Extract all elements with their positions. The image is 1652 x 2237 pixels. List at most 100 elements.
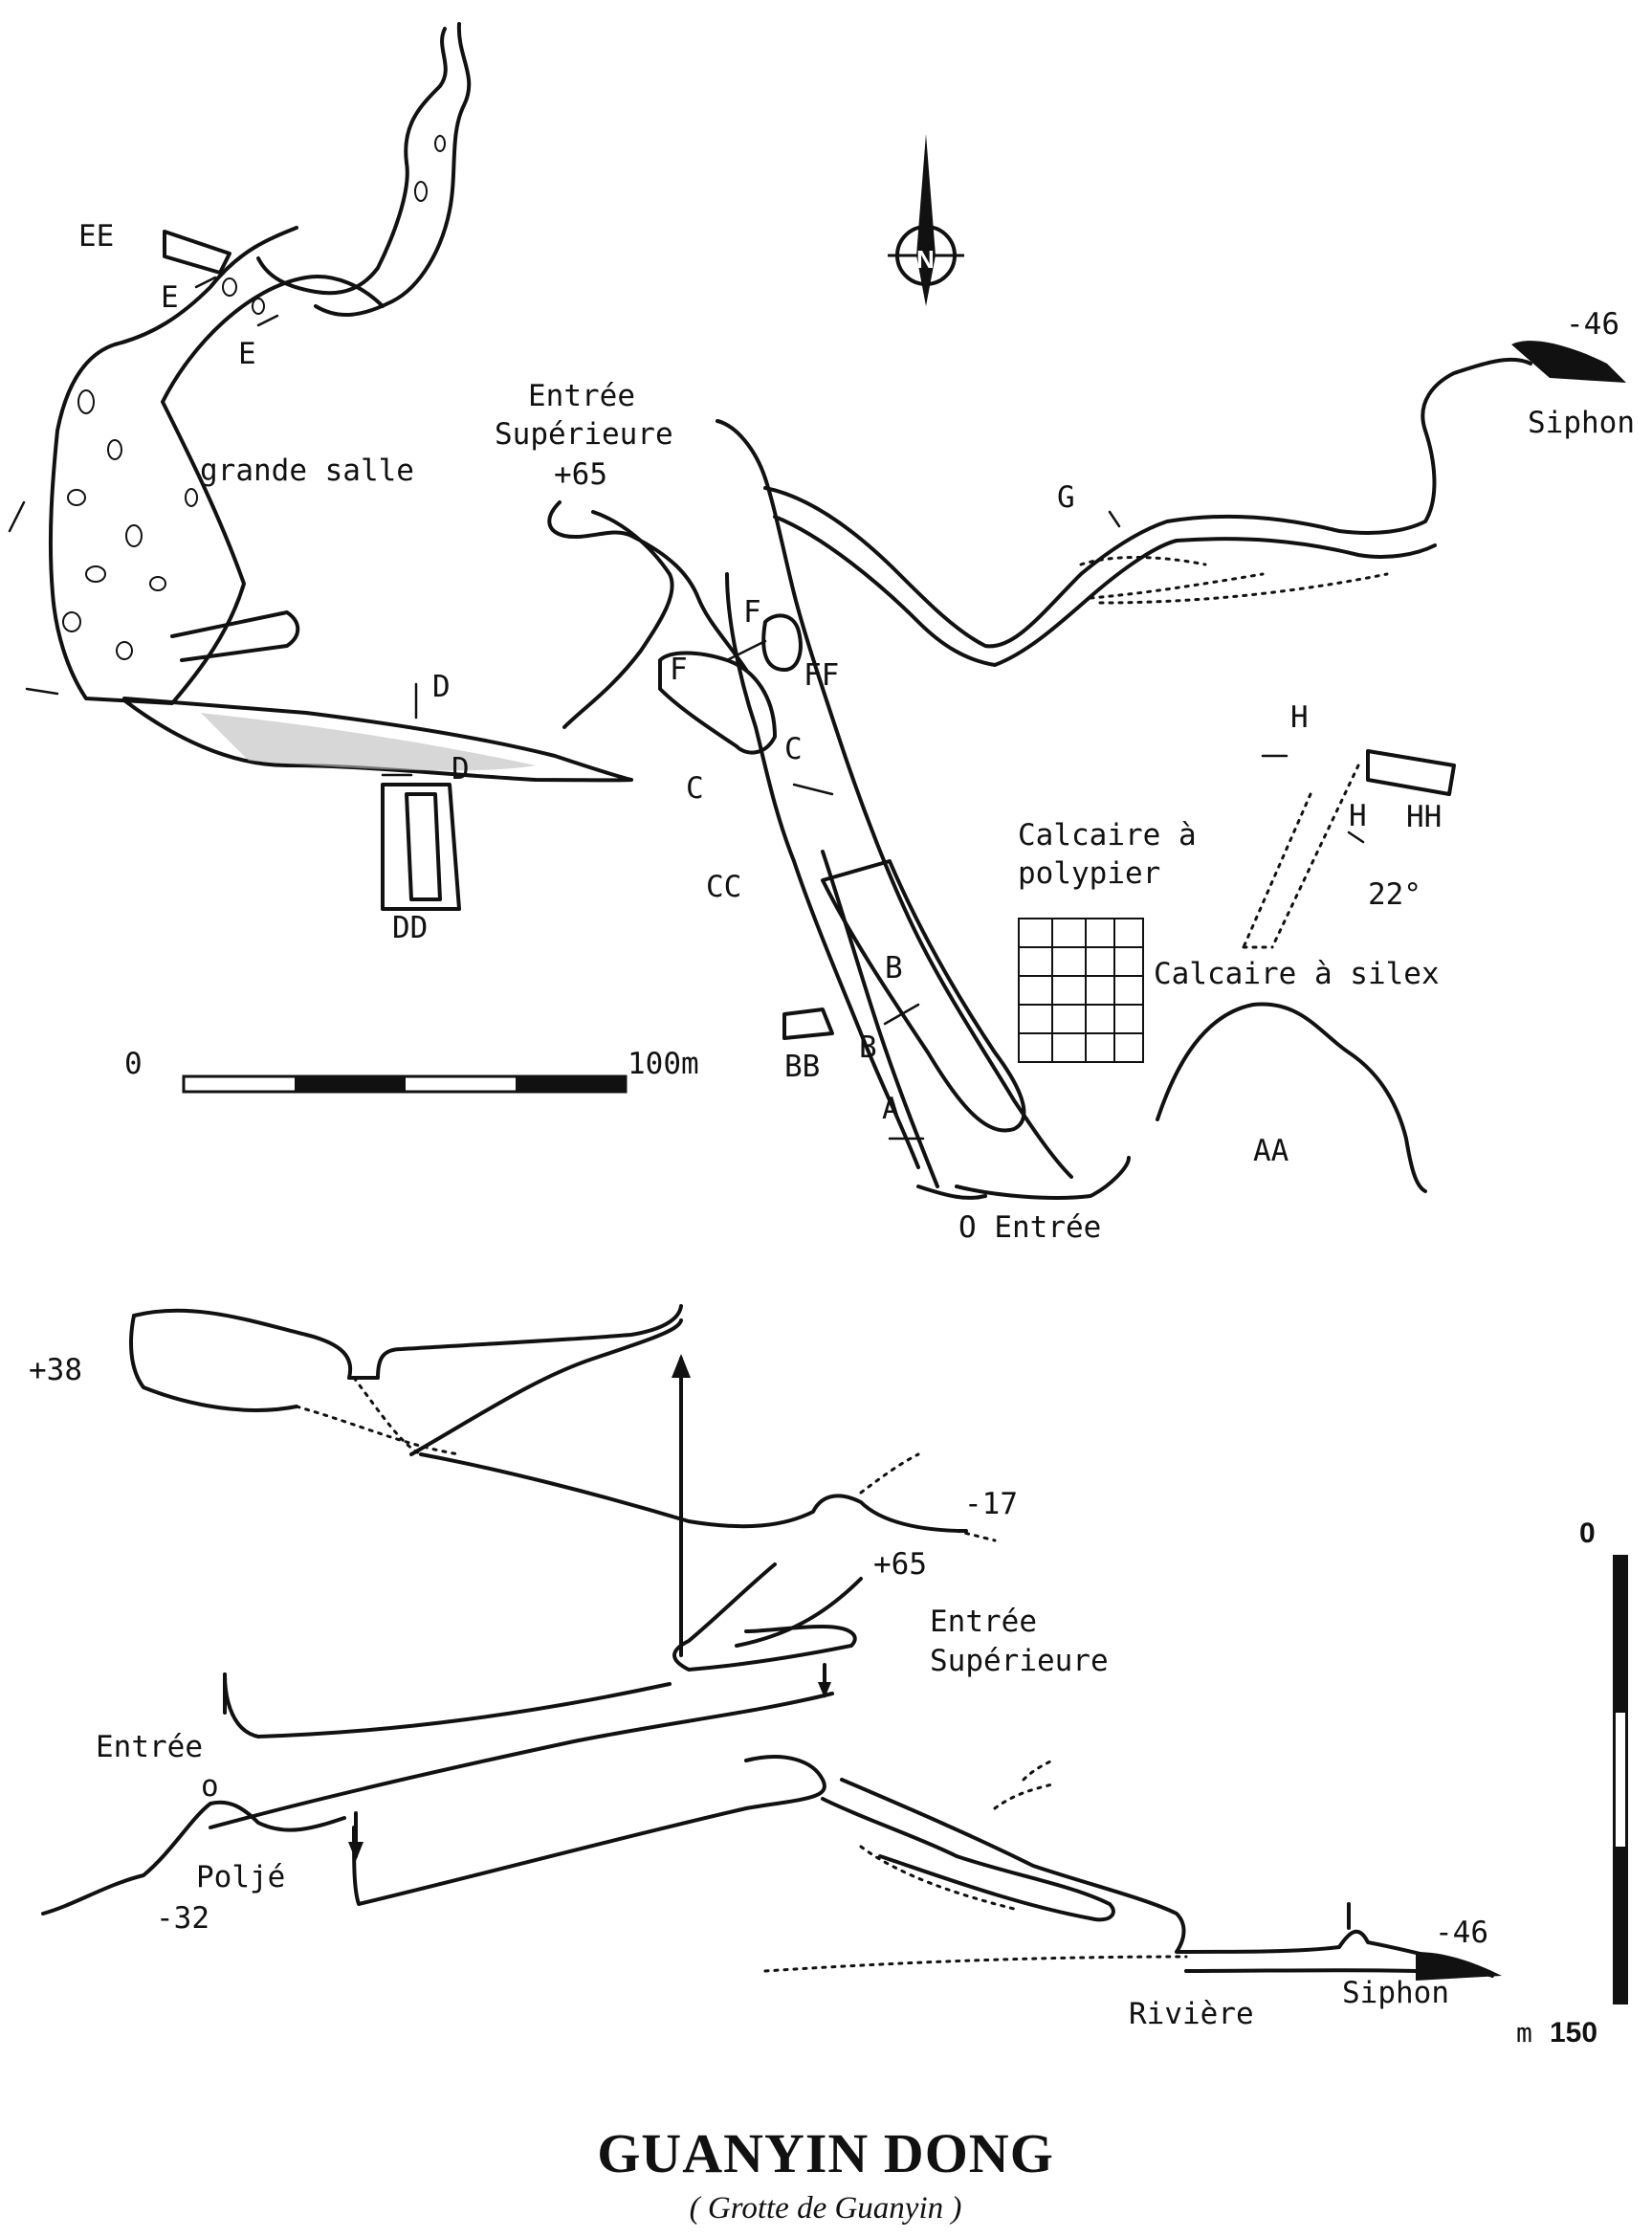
entrance-spur-ee <box>163 230 231 275</box>
siphon-sump-section <box>1416 1952 1502 1981</box>
cross-section-hh <box>1366 749 1456 796</box>
chamber-b <box>821 859 1026 1133</box>
upper-entrance-passage <box>547 500 748 729</box>
lower-gallery-dotted <box>859 1759 1054 1911</box>
label-d-2: D <box>452 752 470 786</box>
label-calcaire-polypier-line1: Calcaire à <box>1018 818 1197 853</box>
label-f-2: F <box>670 653 688 687</box>
lake-fill <box>201 713 536 771</box>
label-a: A <box>882 1092 900 1126</box>
map-subtitle: ( Grotte de Guanyin ) <box>690 2191 962 2226</box>
section-cut-e <box>194 276 279 327</box>
section-scale-bar: 0 m 150 <box>1516 1517 1628 2049</box>
shaft-arrowhead <box>672 1354 691 1378</box>
label-entree: O Entrée <box>958 1210 1101 1245</box>
label-entree-sup-line1: Entrée <box>528 379 635 413</box>
label-polje: Poljé <box>196 1860 285 1894</box>
river-dotted <box>763 1955 1188 1973</box>
section-cut-f <box>725 639 767 662</box>
central-gallery <box>209 1672 834 1906</box>
north-label: N <box>916 245 935 274</box>
label-ff: FF <box>804 658 839 693</box>
scale-end-label: 100m <box>628 1047 699 1081</box>
label-section-entree: Entrée <box>96 1730 203 1764</box>
dotted-link-g <box>1079 556 1389 605</box>
upper-entrance-gallery <box>672 1562 863 1672</box>
lower-gallery <box>821 1778 1494 1978</box>
label-section-alt-minus-46: -46 <box>1435 1916 1488 1950</box>
main-passage <box>716 419 1073 1179</box>
label-cc: CC <box>706 870 741 904</box>
label-e-2: E <box>238 337 256 371</box>
down-arrowhead-left <box>348 1842 363 1861</box>
label-g: G <box>1057 480 1075 515</box>
label-dd: DD <box>392 911 428 945</box>
section-cut-d <box>381 682 418 777</box>
chamber-aa <box>1156 1002 1427 1193</box>
plan-scale-bar: 0 100m <box>124 1047 699 1094</box>
label-alt-38: +38 <box>29 1353 82 1387</box>
descending-gallery <box>409 1318 968 1533</box>
section-view: +38 -17 +65 Entrée Supérieure Entrée o P… <box>29 1304 1628 2049</box>
plan-view: N <box>8 22 1635 1245</box>
label-aa: AA <box>1253 1134 1289 1168</box>
section-scale-unit: m <box>1516 2017 1532 2049</box>
label-alt-65: +65 <box>873 1547 927 1582</box>
entrance-zone <box>821 850 1131 1200</box>
chamber-f <box>658 651 777 755</box>
siphon-sump <box>1511 341 1626 383</box>
section-scale-top: 0 <box>1579 1517 1596 1549</box>
down-arrowhead-right <box>818 1682 831 1698</box>
label-bb: BB <box>784 1050 820 1084</box>
label-c-2: C <box>686 771 704 806</box>
section-cut-c <box>792 783 834 796</box>
label-siphon: Siphon <box>1528 406 1635 440</box>
grande-salle-spur <box>170 610 300 662</box>
label-siphon-altitude: -46 <box>1566 307 1619 342</box>
upper-gallery <box>129 1304 683 1412</box>
label-section-entree-sup-line2: Supérieure <box>930 1644 1109 1678</box>
label-h-1: H <box>1290 700 1309 735</box>
edge-marker-left <box>8 500 59 696</box>
label-dip: 22° <box>1368 877 1421 912</box>
label-riviere: Rivière <box>1129 1997 1254 2031</box>
label-b-1: B <box>885 951 903 986</box>
label-f-1: F <box>743 595 761 630</box>
surface-profile <box>41 1800 346 1916</box>
boulder-field <box>62 135 446 660</box>
label-calcaire-polypier-line2: polypier <box>1018 856 1160 891</box>
section-cut-b <box>883 1003 920 1026</box>
label-d-1: D <box>432 670 451 704</box>
dotted-link-east <box>1089 572 1265 600</box>
label-ee: EE <box>78 219 114 254</box>
label-grande-salle: grande salle <box>200 454 414 488</box>
cross-section-dd <box>381 783 461 911</box>
label-section-siphon: Siphon <box>1342 1976 1449 2010</box>
label-e-1: E <box>161 280 179 315</box>
label-c-1: C <box>784 732 803 766</box>
label-alt-minus-17: -17 <box>964 1487 1018 1521</box>
grande-salle-outline <box>48 226 385 705</box>
label-h-2: H <box>1349 799 1367 833</box>
section-scale-bottom: 150 <box>1550 2017 1597 2049</box>
chamber-bb <box>782 1008 834 1040</box>
section-cut-g <box>1108 510 1121 528</box>
section-cut-h <box>1261 754 1365 844</box>
northwest-passage <box>256 22 472 318</box>
label-alt-minus-32: -32 <box>156 1901 209 1936</box>
map-title: GUANYIN DONG <box>597 2122 1054 2184</box>
label-section-zero: o <box>201 1769 219 1804</box>
river-line <box>1184 1968 1418 1973</box>
descending-gallery-dotted <box>859 1452 997 1542</box>
east-passage <box>763 357 1532 667</box>
label-b-2: B <box>859 1030 877 1065</box>
polypier-limestone-pattern <box>1018 918 1144 1063</box>
label-entree-sup-altitude: +65 <box>554 457 607 492</box>
north-arrow-icon: N <box>888 134 964 306</box>
label-entree-sup-line2: Supérieure <box>495 417 673 452</box>
chamber-ff <box>761 613 803 672</box>
label-calcaire-silex: Calcaire à silex <box>1154 957 1440 991</box>
scale-start-label: 0 <box>124 1047 143 1081</box>
label-hh: HH <box>1406 800 1442 834</box>
